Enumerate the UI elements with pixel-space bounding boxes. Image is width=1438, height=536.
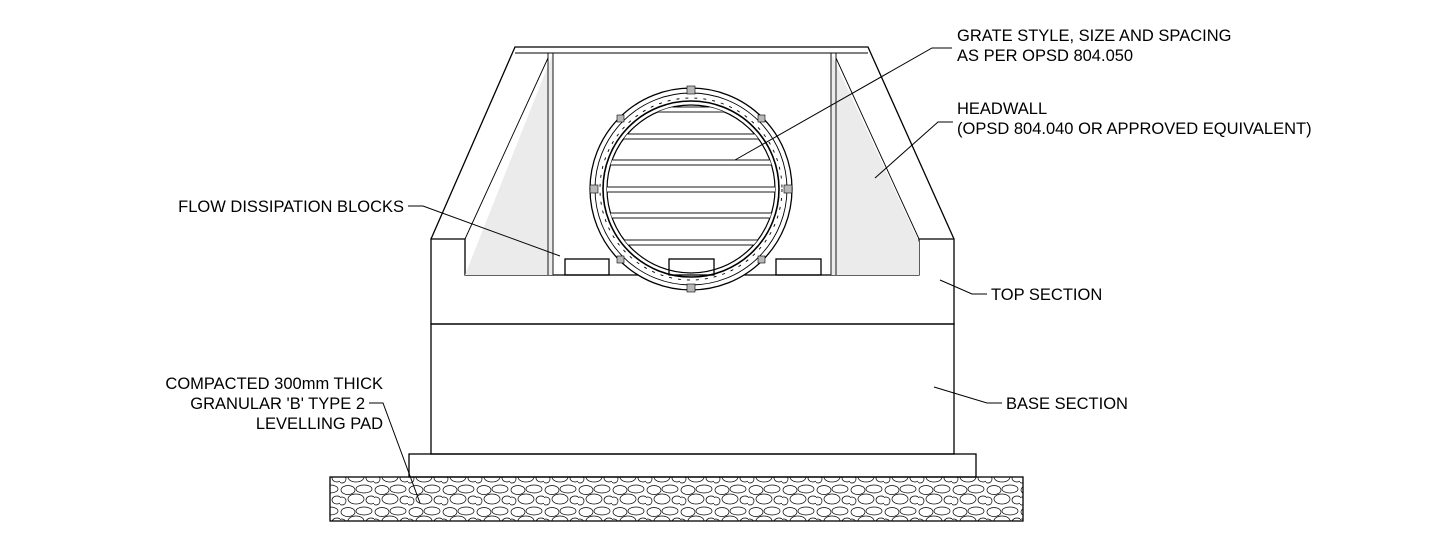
headwall-callout-line1: HEADWALL <box>957 100 1047 118</box>
top-section-leader <box>939 279 987 295</box>
flow-block-center <box>668 258 715 276</box>
base-footing <box>408 453 977 478</box>
levelling-pad <box>329 476 1024 522</box>
pad-callout-line1: COMPACTED 300mm THICK <box>165 375 383 393</box>
headwall-callout-line2: (OPSD 804.040 OR APPROVED EQUIVALENT) <box>957 120 1312 138</box>
wing-inner-right <box>835 57 920 240</box>
flow-block-right <box>775 258 822 276</box>
grate-callout-line2: AS PER OPSD 804.050 <box>957 47 1133 65</box>
pad-leader <box>369 402 421 504</box>
grate-leader <box>734 47 952 161</box>
headwall-leader <box>874 121 953 179</box>
wing-inner-left <box>464 57 549 240</box>
base-section-callout: BASE SECTION <box>1006 395 1128 413</box>
headwall-right-wing <box>831 53 919 275</box>
grate-callout-line1: GRATE STYLE, SIZE AND SPACING <box>957 27 1231 45</box>
pad-callout-line3: LEVELLING PAD <box>256 415 383 433</box>
flow-blocks-callout: FLOW DISSIPATION BLOCKS <box>178 198 404 216</box>
top-section-callout: TOP SECTION <box>991 286 1102 304</box>
base-section <box>430 323 955 455</box>
flow-blocks-leader <box>408 205 561 257</box>
headwall-outline <box>430 46 955 240</box>
flow-block-left <box>564 258 610 276</box>
headwall-left-wing <box>465 53 553 275</box>
pad-callout-line2: GRANULAR 'B' TYPE 2 <box>190 395 365 413</box>
grate-assembly <box>589 85 793 293</box>
base-section-leader <box>933 386 1002 404</box>
